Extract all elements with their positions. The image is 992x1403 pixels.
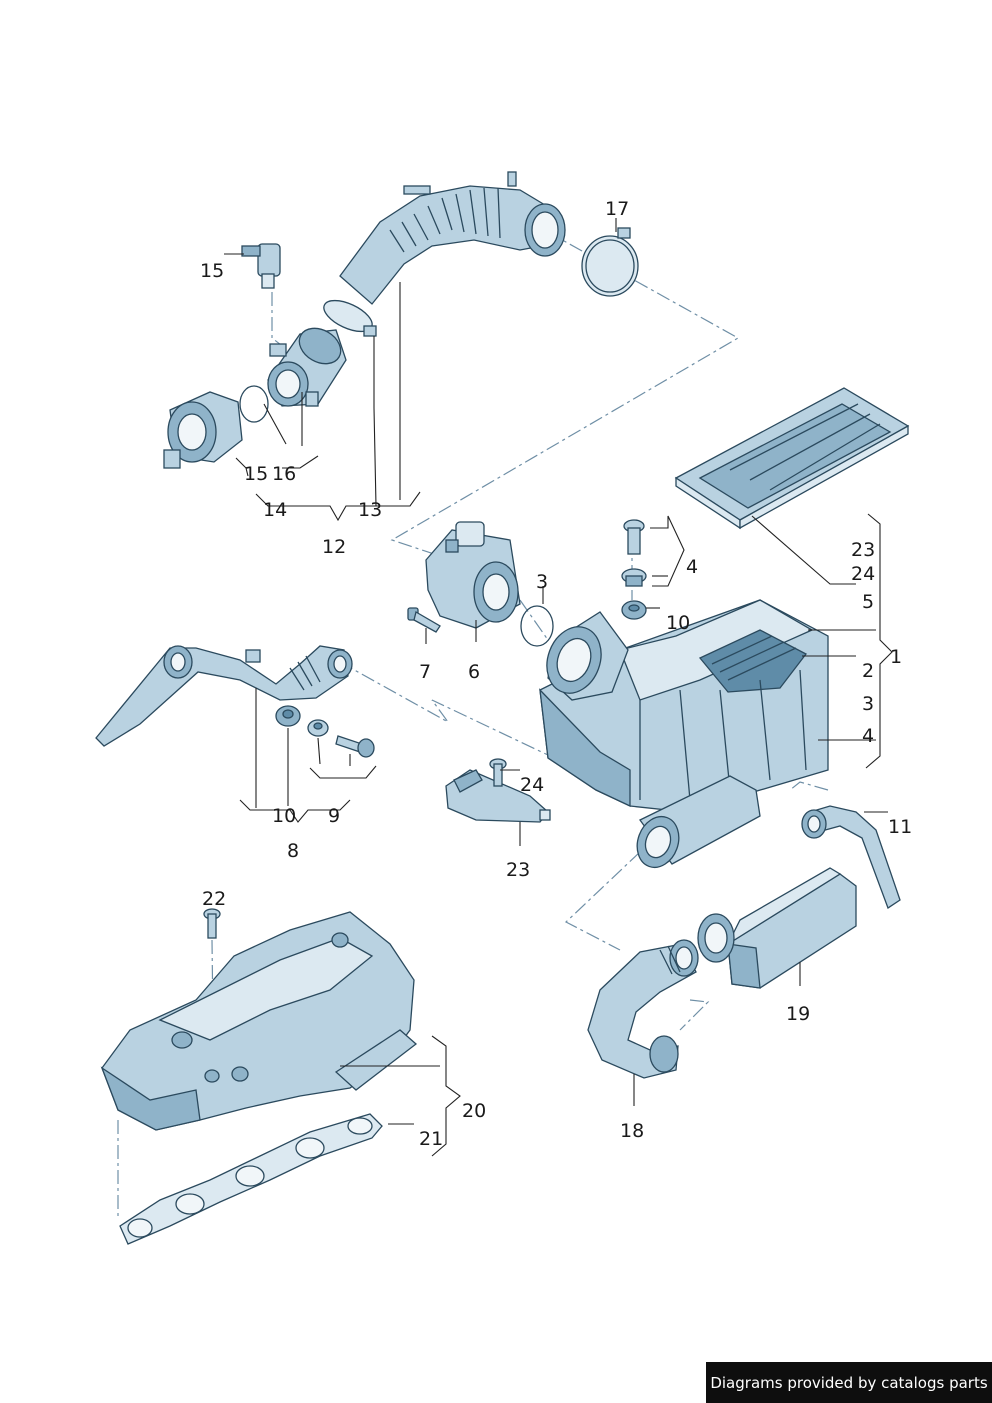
label-5: 5	[862, 591, 874, 613]
gasket-21[interactable]	[119, 1113, 383, 1245]
label-14: 14	[263, 499, 287, 521]
label-15-upper: 15	[200, 260, 224, 282]
bolt-9[interactable]	[335, 735, 375, 758]
label-12: 12	[322, 536, 346, 558]
label-1: 1	[890, 646, 902, 668]
bolt-4[interactable]	[623, 519, 645, 555]
label-22: 22	[202, 888, 226, 910]
label-9: 9	[328, 805, 340, 827]
label-18: 18	[620, 1120, 644, 1142]
label-23-center: 23	[506, 859, 530, 881]
air-mass-meter-6[interactable]	[425, 521, 521, 629]
label-3-right: 3	[862, 693, 874, 715]
grommet-10[interactable]	[621, 600, 647, 620]
assembly-lines	[117, 231, 829, 1220]
label-3-upper: 3	[536, 571, 548, 593]
charge-air-hose-8[interactable]	[95, 645, 353, 747]
label-15-lower: 15	[244, 463, 268, 485]
label-17: 17	[605, 198, 629, 220]
air-filter-housing-1[interactable]	[538, 599, 829, 813]
callout-labels: 17 15 15 16 14 13 12 3 7 6 4 10 23 24 5 …	[200, 198, 912, 1150]
label-21: 21	[419, 1128, 443, 1150]
bolt-24-center[interactable]	[489, 758, 507, 787]
air-filter-lid-5[interactable]	[674, 387, 910, 530]
throttle-housing-15[interactable]	[163, 391, 243, 469]
grommet-9[interactable]	[307, 719, 329, 737]
label-2: 2	[862, 660, 874, 682]
o-ring-3[interactable]	[520, 605, 554, 647]
label-4-right: 4	[862, 725, 874, 747]
screw-7[interactable]	[407, 607, 441, 633]
intake-manifold-20[interactable]	[100, 911, 418, 1131]
hose-11[interactable]	[801, 805, 901, 909]
label-24-right: 24	[851, 563, 875, 585]
label-8: 8	[287, 840, 299, 862]
o-ring-14[interactable]	[239, 385, 269, 423]
grommet-4[interactable]	[621, 568, 647, 587]
sensor-15-upper[interactable]	[241, 243, 281, 289]
bracket-23[interactable]	[445, 769, 551, 823]
label-11: 11	[888, 816, 912, 838]
label-19: 19	[786, 1003, 810, 1025]
grommet-10-left[interactable]	[275, 705, 301, 727]
label-16: 16	[272, 463, 296, 485]
label-4-upper: 4	[686, 556, 698, 578]
label-13: 13	[358, 499, 382, 521]
label-10-right: 10	[666, 612, 690, 634]
hose-clamp-17[interactable]	[581, 227, 639, 297]
label-20: 20	[462, 1100, 486, 1122]
label-10-left: 10	[272, 805, 296, 827]
bolt-22[interactable]	[203, 908, 221, 939]
intake-pipe[interactable]	[630, 775, 761, 873]
credit-banner: Diagrams provided by catalogs parts	[706, 1362, 992, 1403]
leader-lines	[224, 218, 893, 1157]
air-guide-19[interactable]	[697, 867, 857, 989]
tube-connector-16[interactable]	[267, 321, 347, 407]
hose-clamp-13[interactable]	[319, 294, 377, 338]
label-6: 6	[468, 661, 480, 683]
label-23-right: 23	[851, 539, 875, 561]
label-24-center: 24	[520, 774, 544, 796]
intake-hose[interactable]	[339, 171, 566, 305]
elbow-hose-18[interactable]	[587, 939, 699, 1079]
label-7: 7	[419, 661, 431, 683]
